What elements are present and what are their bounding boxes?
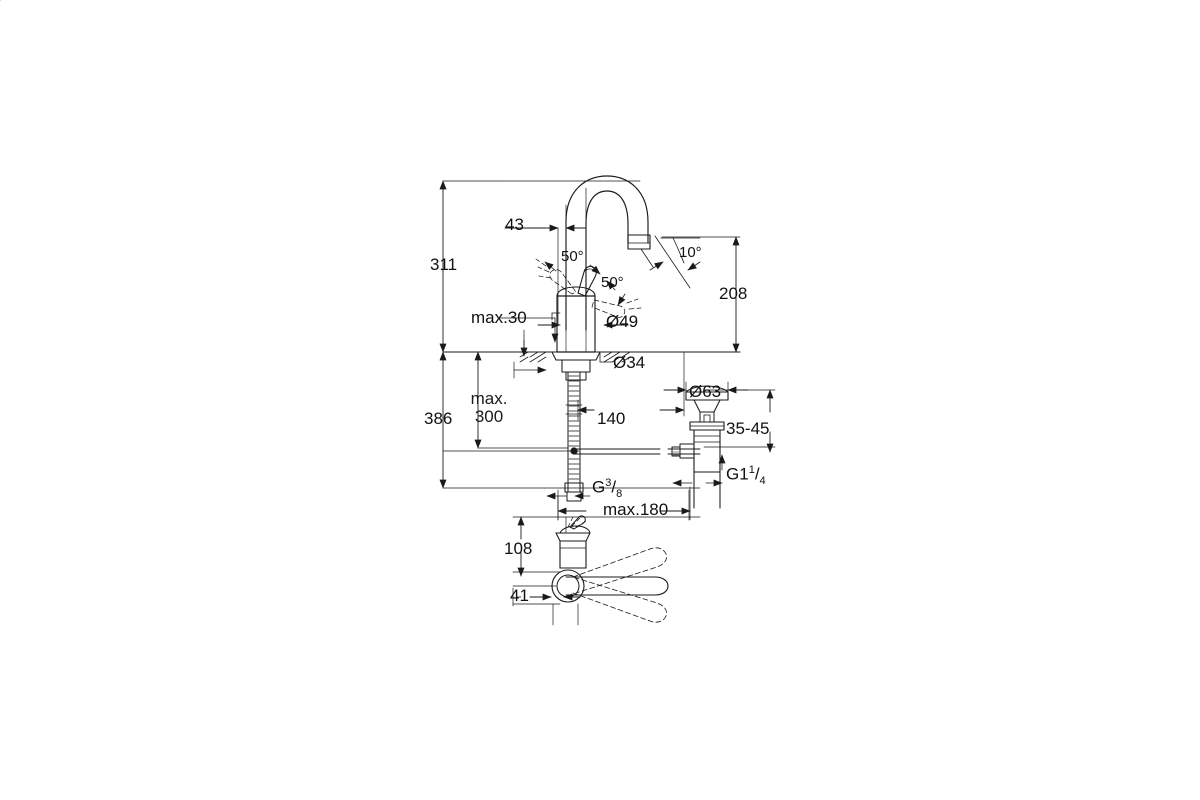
dim-waste-spread-max180: max.180	[603, 500, 669, 519]
dim-base-diameter-34: Ø34	[613, 353, 646, 372]
dim-waste-rod-offset-140: 140	[597, 409, 626, 428]
dim-waste-flange-63: Ø63	[689, 382, 722, 401]
dim-below-deck-386: 386	[424, 409, 453, 428]
dim-body-diameter-49: Ø49	[606, 312, 639, 331]
dim-supply-thread-g38: G3/8	[592, 477, 623, 501]
dim-handle-height-108: 108	[504, 539, 533, 558]
dim-waste-thickness-35-45: 35-45	[726, 419, 770, 438]
dim-lever-swivel-right-50deg: 50°	[601, 274, 624, 291]
dim-total-height-311: 311	[430, 255, 458, 274]
dim-spout-offset-43: 43	[505, 215, 524, 234]
dim-deck-thickness-max30: max.30	[471, 308, 527, 327]
dim-spout-height-208: 208	[719, 284, 748, 303]
dim-hose-length-max300: max. 300	[470, 389, 508, 426]
dim-handle-offset-41: 41	[510, 586, 529, 605]
dim-outlet-angle-10deg: 10°	[679, 244, 702, 261]
dim-lever-swivel-left-50deg: 50°	[561, 248, 584, 265]
dim-waste-thread-g114: G11/4	[726, 464, 766, 488]
